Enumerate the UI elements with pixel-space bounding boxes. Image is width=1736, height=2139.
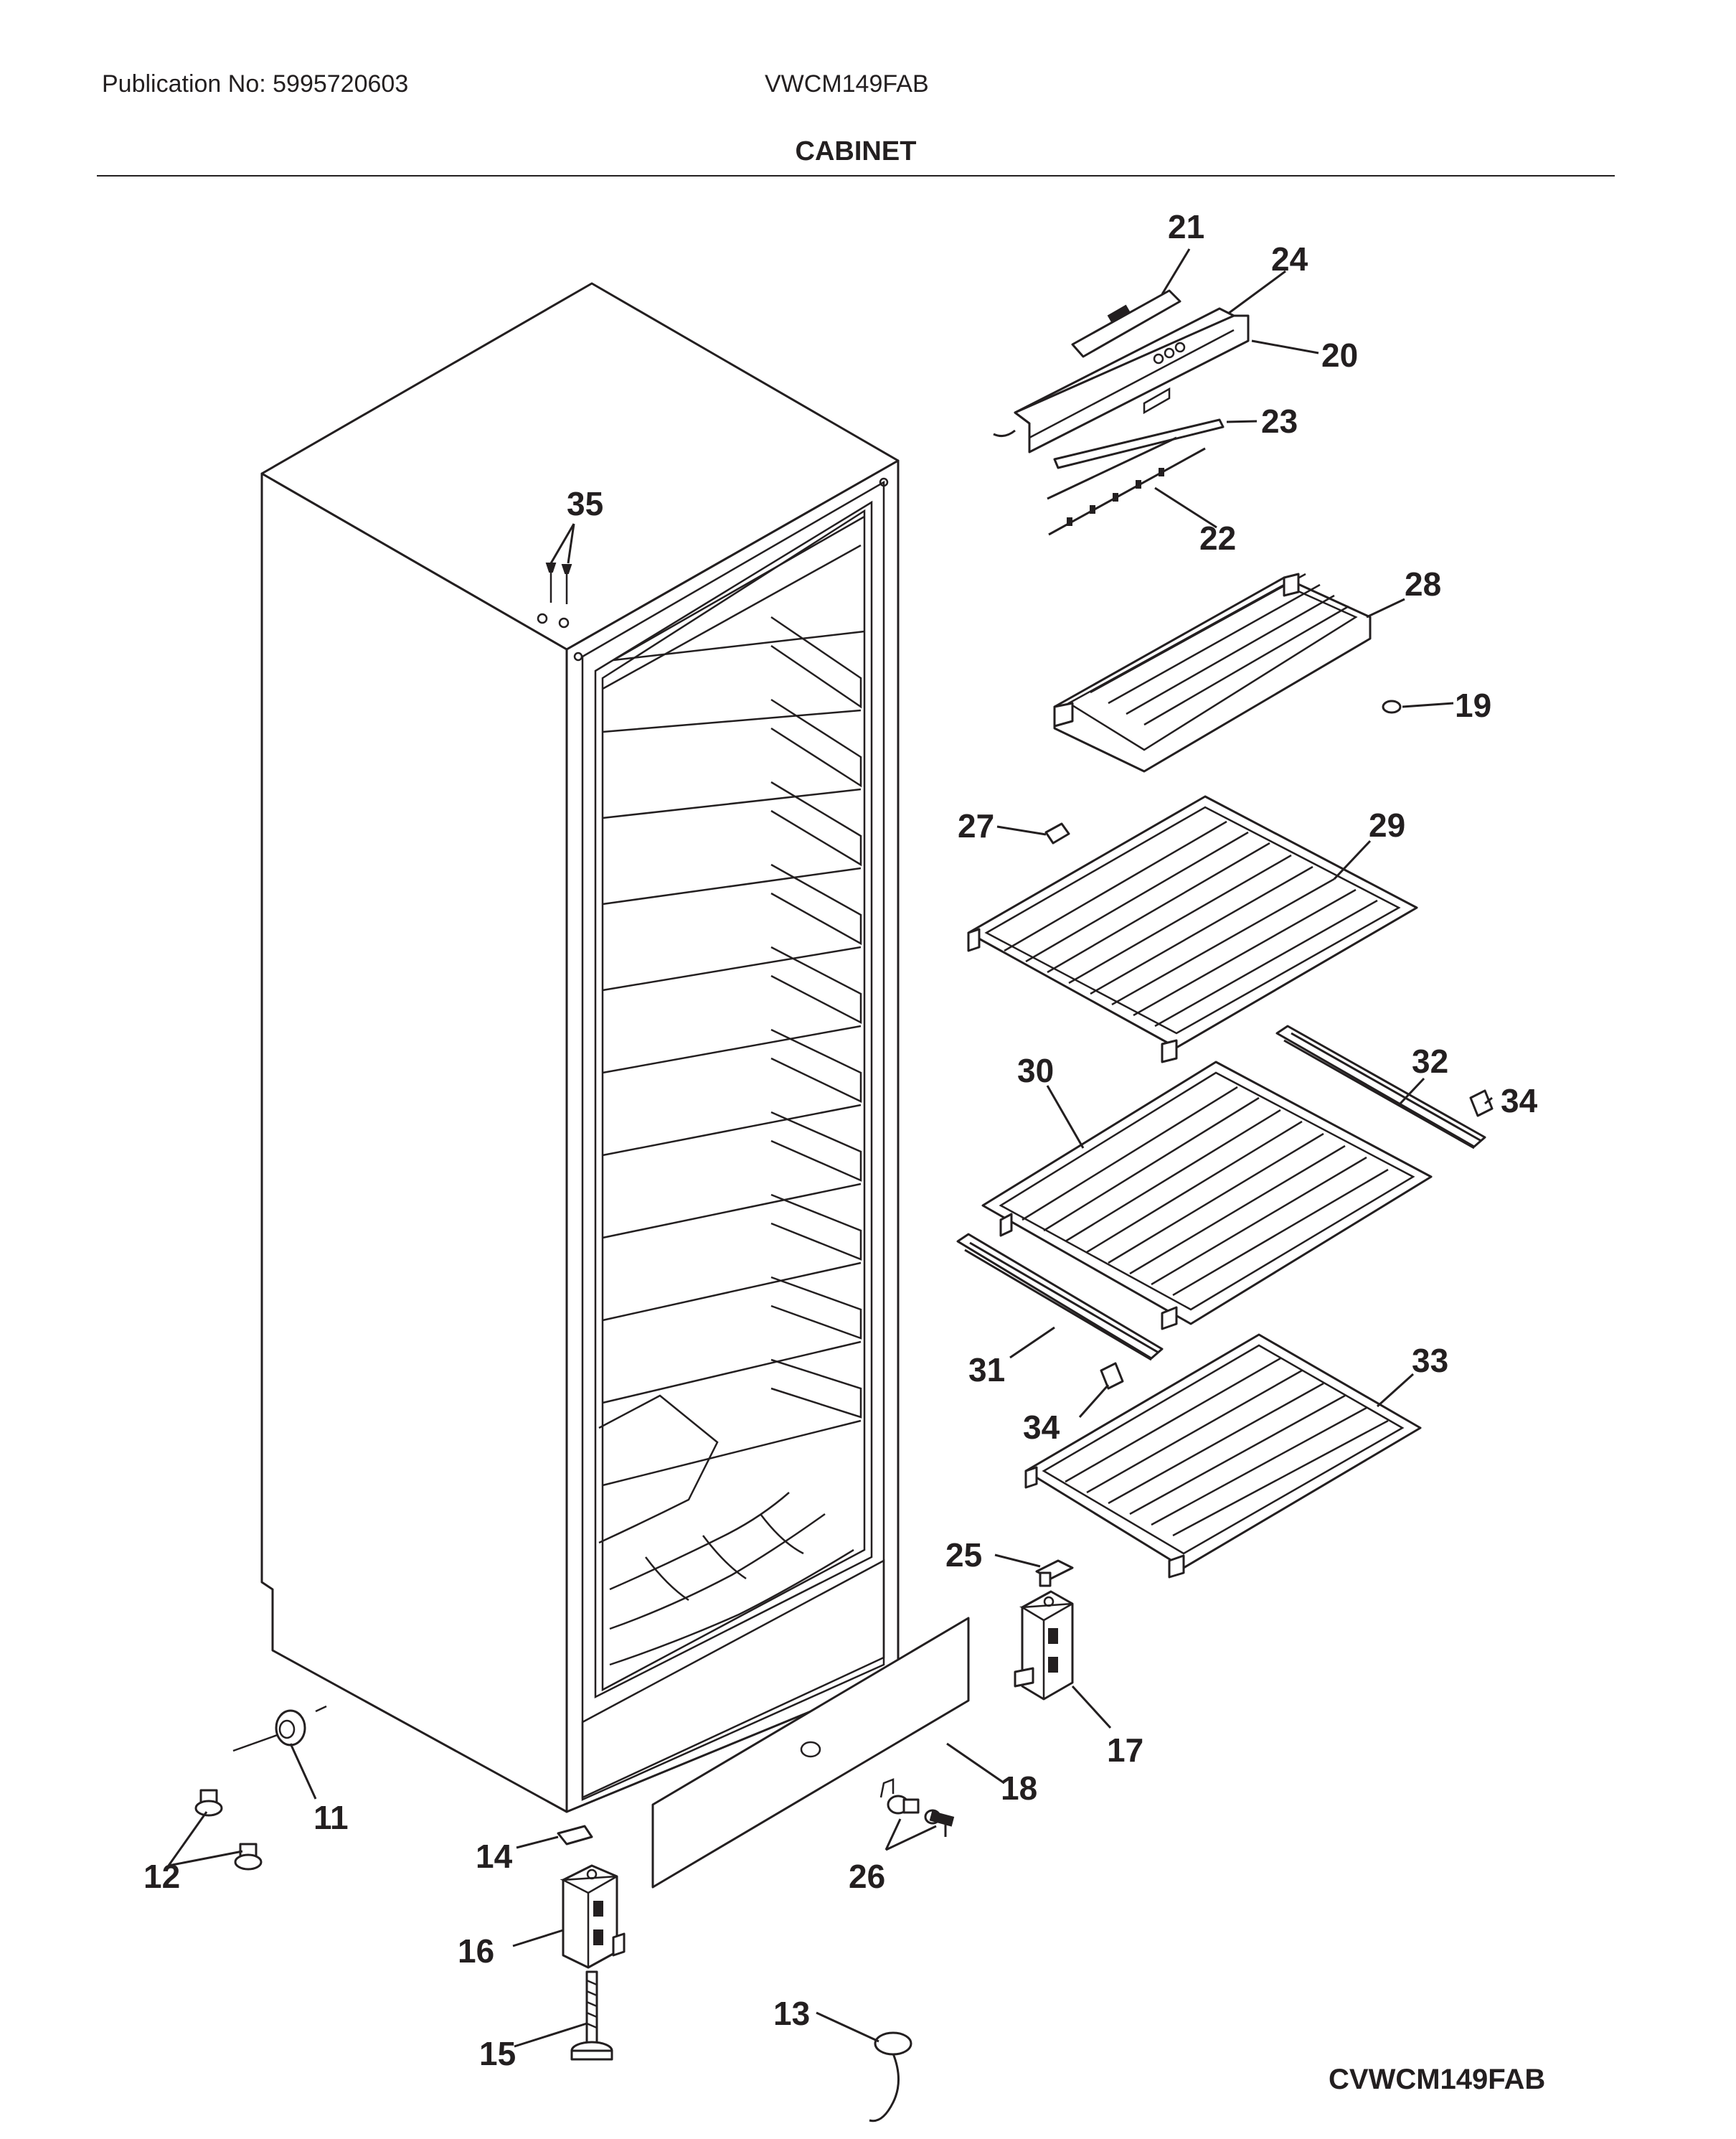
part-30-shelf bbox=[981, 1061, 1433, 1330]
section-title: CABINET bbox=[795, 136, 917, 166]
part-29-shelf bbox=[967, 795, 1418, 1063]
callout-30: 30 bbox=[1017, 1052, 1054, 1089]
callout-22: 22 bbox=[1199, 520, 1236, 557]
callout-24: 24 bbox=[1271, 240, 1308, 278]
header-divider bbox=[97, 175, 1615, 177]
part-26-lock bbox=[879, 1778, 955, 1837]
part-33-shelf bbox=[1024, 1333, 1422, 1579]
control-panel-assembly bbox=[993, 289, 1250, 536]
part-35-screws bbox=[545, 523, 575, 604]
part-16-lower-hinge bbox=[560, 1864, 626, 1969]
callout-19: 19 bbox=[1455, 687, 1491, 724]
publication-number: Publication No: 5995720603 bbox=[102, 70, 409, 98]
part-34-bracket-lower bbox=[1100, 1362, 1124, 1390]
callout-28: 28 bbox=[1405, 565, 1441, 603]
callout-20: 20 bbox=[1321, 337, 1358, 374]
callout-13: 13 bbox=[773, 1995, 810, 2032]
callout-29: 29 bbox=[1369, 807, 1405, 844]
part-28-top-shelf bbox=[1053, 573, 1372, 773]
callout-17: 17 bbox=[1107, 1731, 1143, 1769]
callout-15: 15 bbox=[479, 2035, 516, 2072]
callout-26: 26 bbox=[849, 1858, 885, 1895]
part-15-leveling-leg bbox=[570, 1970, 613, 2061]
callout-27: 27 bbox=[958, 807, 994, 845]
callout-25: 25 bbox=[945, 1536, 982, 1574]
callout-33: 33 bbox=[1412, 1342, 1448, 1379]
callout-labels: 11 12 13 14 15 16 17 18 19 20 21 22 23 2… bbox=[143, 208, 1538, 2072]
callout-34-upper: 34 bbox=[1501, 1082, 1538, 1119]
callout-11: 11 bbox=[313, 1799, 349, 1836]
part-27-clip bbox=[1044, 822, 1070, 845]
callout-12: 12 bbox=[143, 1858, 180, 1895]
part-34-bracket-upper bbox=[1469, 1089, 1494, 1117]
callout-23: 23 bbox=[1261, 403, 1298, 440]
part-17-hinge bbox=[1014, 1590, 1074, 1701]
callout-14: 14 bbox=[476, 1838, 513, 1875]
part-14-shim bbox=[557, 1825, 593, 1846]
model-number: VWCM149FAB bbox=[765, 70, 929, 98]
callout-34-lower: 34 bbox=[1023, 1409, 1060, 1446]
callout-16: 16 bbox=[458, 1932, 494, 1970]
callout-35: 35 bbox=[567, 485, 603, 522]
part-32-slide bbox=[1275, 1025, 1486, 1150]
part-25-bracket bbox=[1035, 1559, 1074, 1587]
part-13-lamp bbox=[869, 2031, 912, 2122]
diagram-code: CVWCM149FAB bbox=[1329, 2064, 1546, 2095]
callout-31: 31 bbox=[968, 1351, 1005, 1388]
callout-21: 21 bbox=[1168, 208, 1204, 245]
part-31-slide bbox=[956, 1233, 1164, 1361]
leader-lines bbox=[167, 248, 1493, 2048]
part-19-bumper bbox=[1382, 700, 1402, 714]
cabinet-body bbox=[260, 282, 900, 1813]
callout-18: 18 bbox=[1001, 1769, 1037, 1807]
part-11-roller bbox=[232, 1705, 327, 1752]
part-18-kick-panel bbox=[651, 1617, 970, 1889]
callout-32: 32 bbox=[1412, 1043, 1448, 1080]
